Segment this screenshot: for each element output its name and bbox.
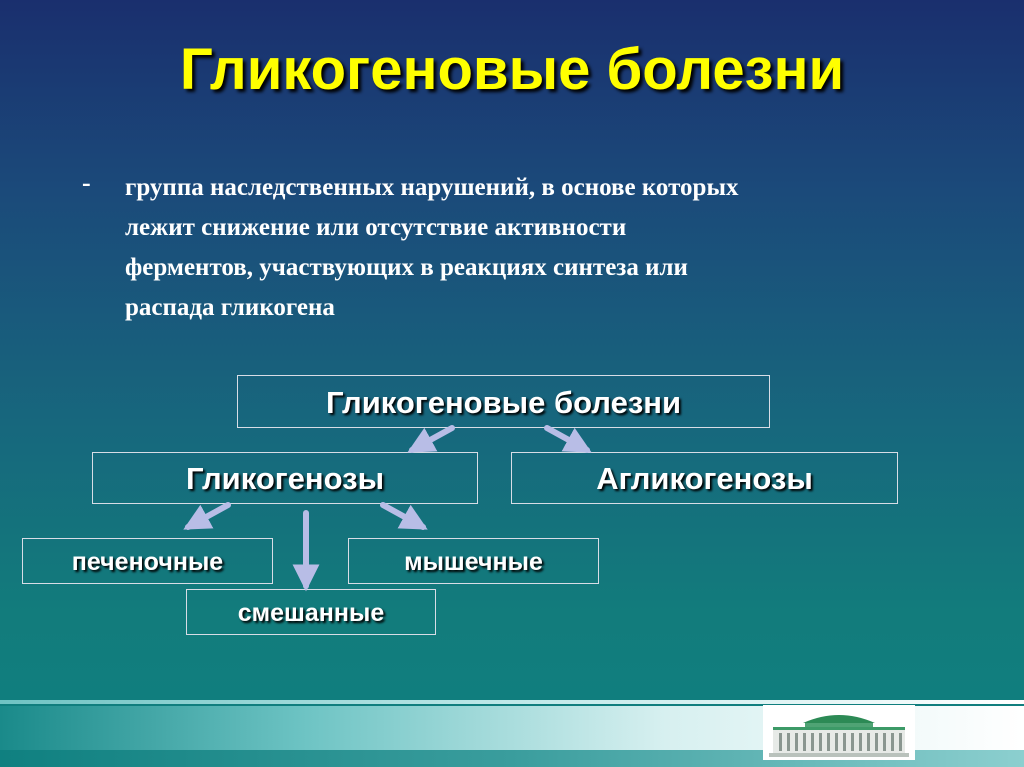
node-liver: печеночные — [22, 538, 273, 584]
building-logo — [763, 705, 915, 760]
footer-line — [0, 700, 1024, 704]
arrow-root-to-glycogenoses — [407, 425, 455, 453]
node-muscle: мышечные — [348, 538, 599, 584]
arrow-to-liver — [183, 502, 231, 530]
arrow-to-muscle — [380, 502, 428, 530]
arrow-root-to-aglycogenoses — [544, 425, 592, 453]
definition-line: распада гликогена — [125, 294, 335, 321]
definition-text: группа наследственных нарушений, в основ… — [125, 168, 955, 328]
node-glycogenoses: Гликогенозы — [92, 452, 478, 504]
definition-bullet: - — [82, 168, 91, 197]
definition-line: группа наследственных нарушений, в основ… — [125, 174, 739, 201]
node-aglycogenoses: Агликогенозы — [511, 452, 898, 504]
definition-line: лежит снижение или отсутствие активности — [125, 214, 627, 241]
definition-line: ферментов, участвующих в реакциях синтез… — [125, 254, 688, 281]
node-mixed: смешанные — [186, 589, 436, 635]
node-glycogen-diseases: Гликогеновые болезни — [237, 375, 770, 428]
slide-title: Гликогеновые болезни — [179, 37, 845, 102]
